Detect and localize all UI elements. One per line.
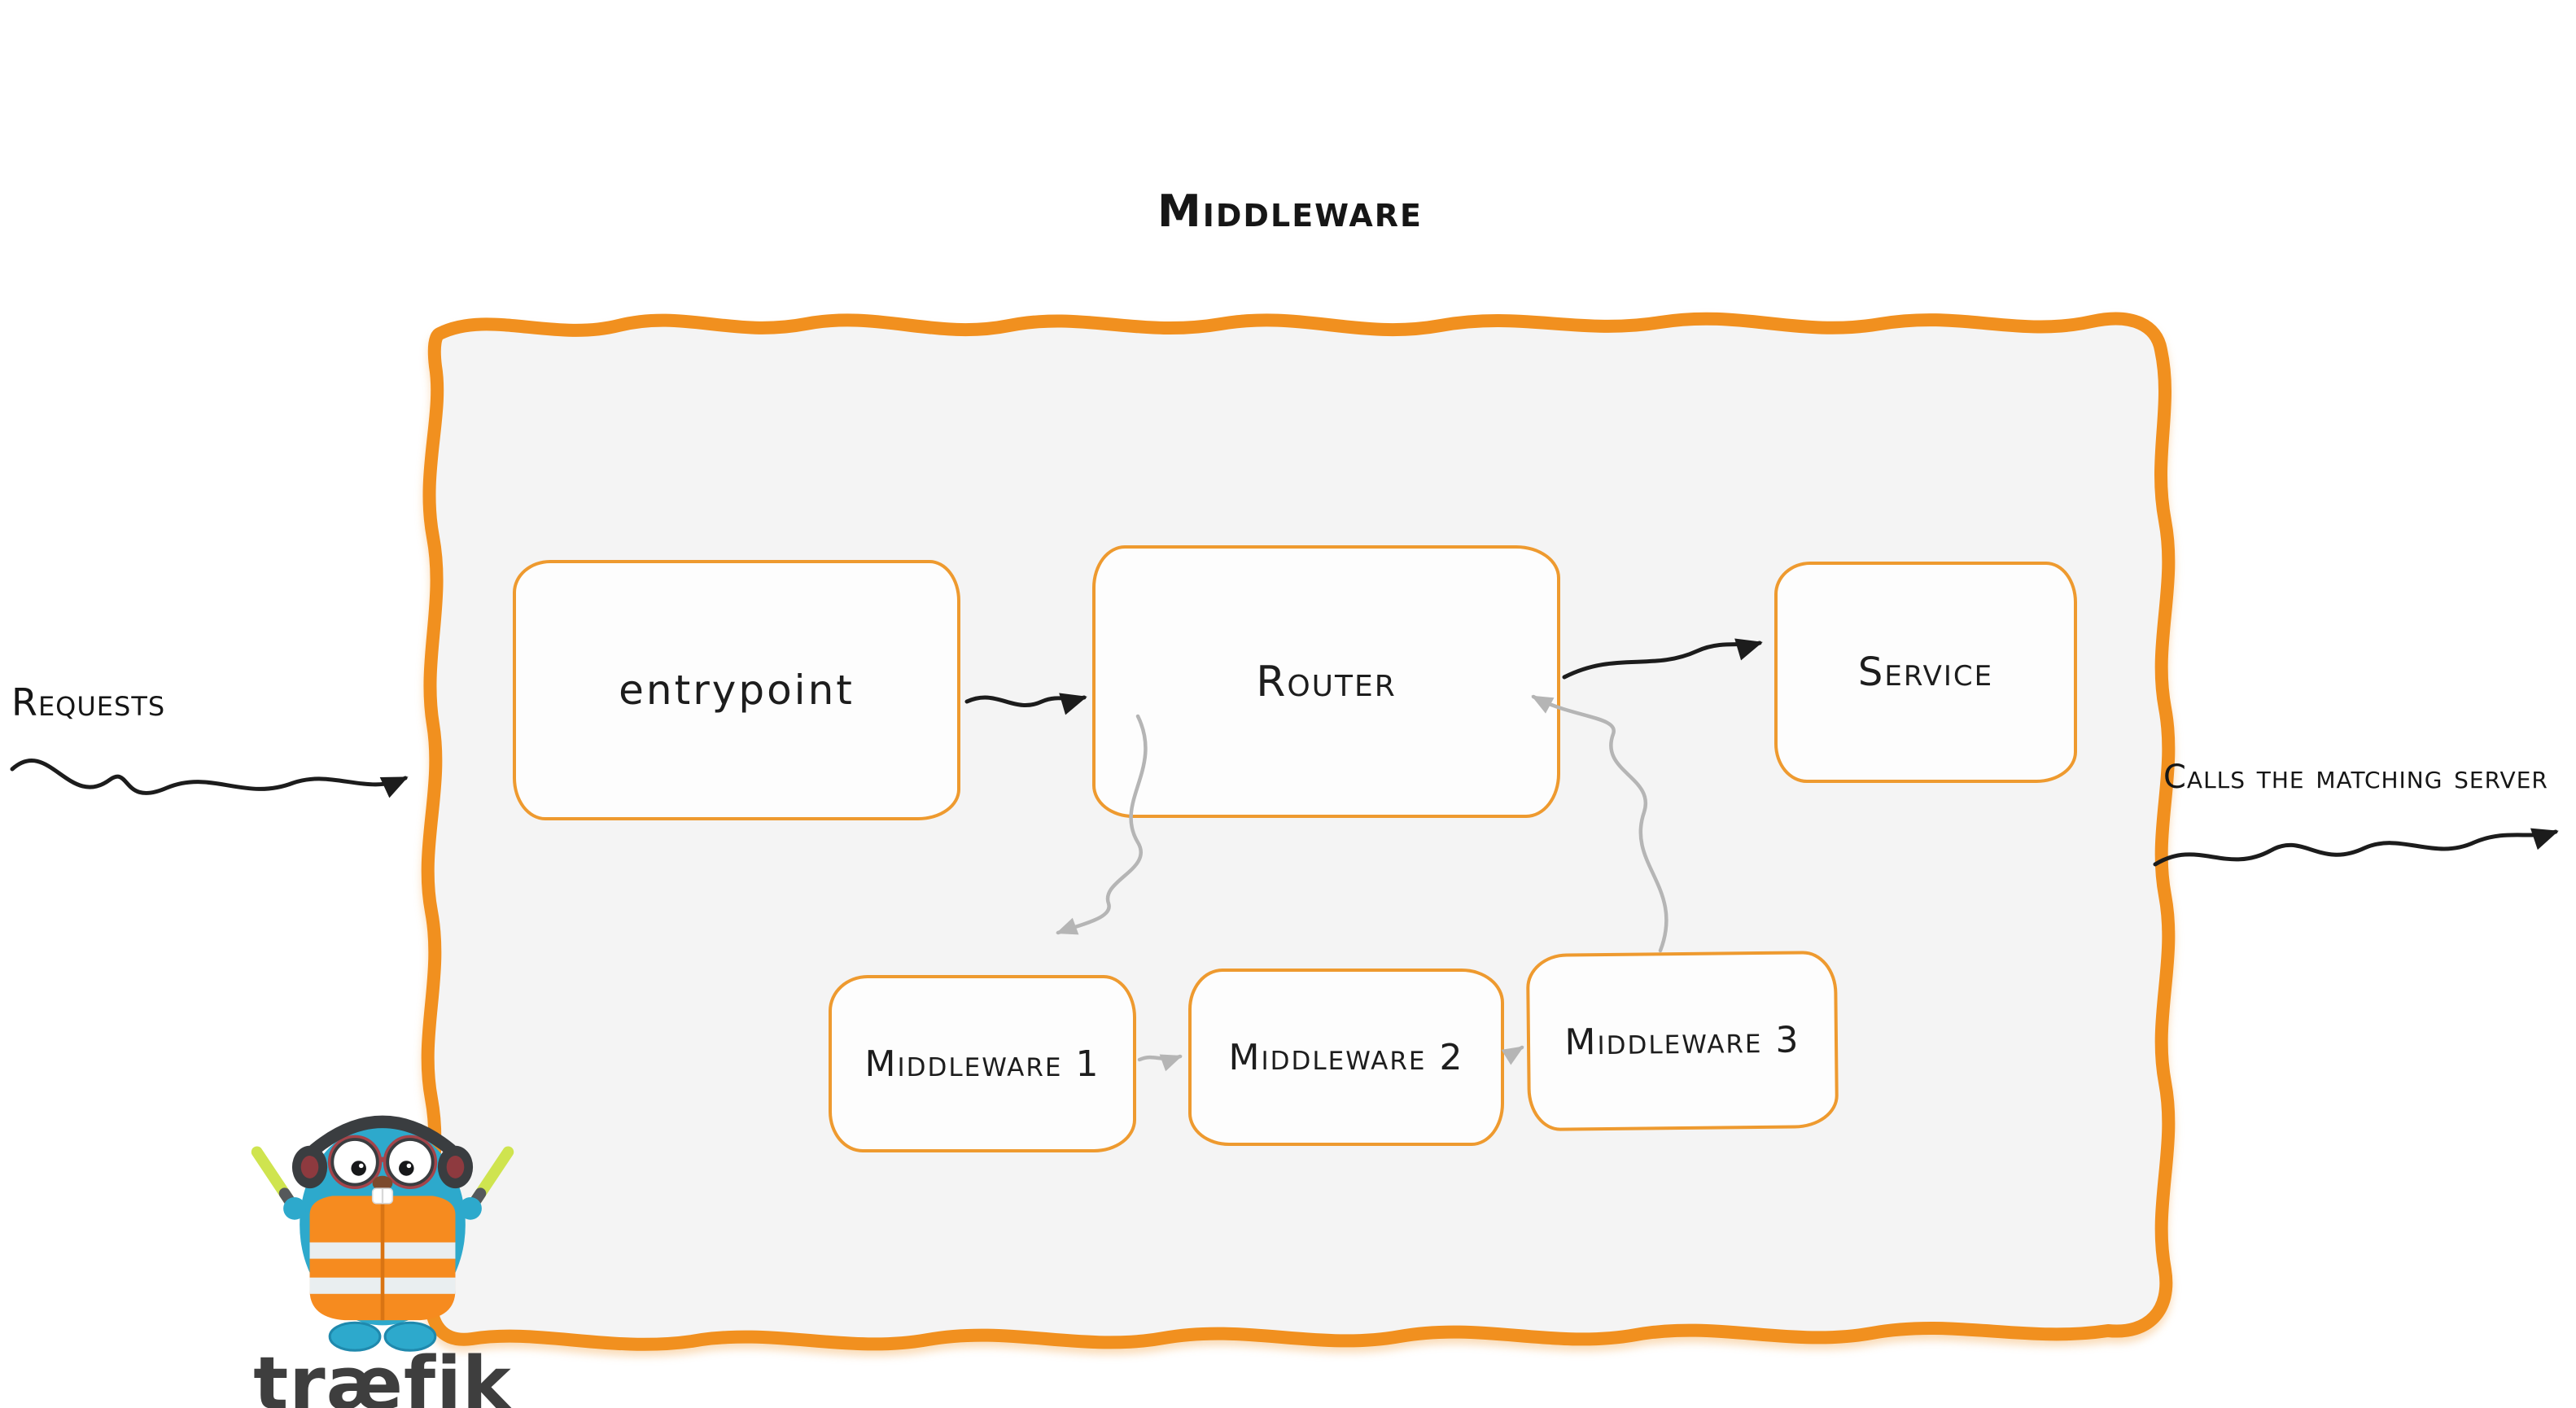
requests-label: Requests <box>11 680 166 724</box>
middleware-container-border <box>421 312 2176 1351</box>
middleware-2-node: Middleware 2 <box>1188 969 1504 1146</box>
entrypoint-label: entrypoint <box>619 667 855 714</box>
middleware-3-node: Middleware 3 <box>1525 951 1839 1131</box>
gopher-hand-left <box>283 1196 306 1220</box>
gopher-foot-right <box>383 1321 437 1352</box>
service-label: Service <box>1857 649 1994 695</box>
headphones-icon <box>291 1115 474 1189</box>
diagram-title: Middleware <box>1157 186 1423 237</box>
traefik-gopher-mascot <box>251 1115 514 1352</box>
service-node: Service <box>1774 562 2077 783</box>
router-label: Router <box>1256 657 1397 706</box>
router-node: Router <box>1092 545 1560 818</box>
middleware-1-label: Middleware 1 <box>864 1043 1100 1085</box>
middleware-2-label: Middleware 2 <box>1228 1036 1464 1078</box>
gopher-hand-right <box>459 1196 482 1220</box>
middleware-3-label: Middleware 3 <box>1564 1018 1800 1064</box>
calls-matching-server-label: Calls the matching server <box>2163 759 2548 796</box>
middleware-1-node: Middleware 1 <box>829 975 1136 1152</box>
gopher-foot-left <box>328 1321 382 1352</box>
entrypoint-node: entrypoint <box>513 560 960 820</box>
gopher-face <box>327 1135 438 1205</box>
traefik-wordmark: træfik <box>253 1341 512 1408</box>
safety-vest <box>309 1196 456 1321</box>
